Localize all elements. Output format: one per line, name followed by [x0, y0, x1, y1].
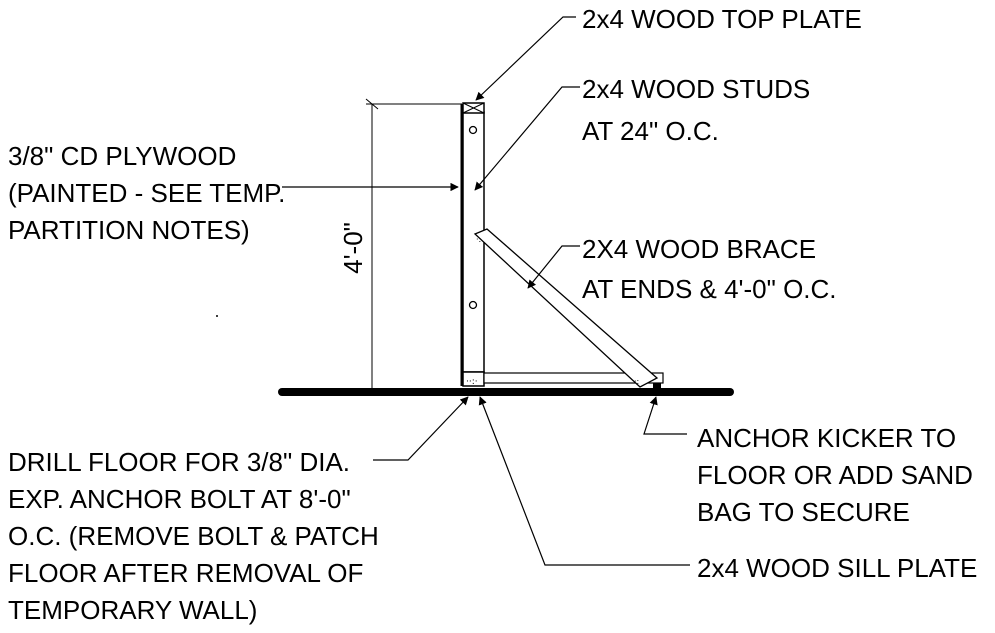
kicker: [483, 372, 664, 384]
label-drill-line5: TEMPORARY WALL): [8, 595, 257, 625]
leader-top-plate: [475, 16, 576, 101]
label-sill-plate: 2x4 WOOD SILL PLATE: [697, 553, 977, 583]
label-brace-line1: 2X4 WOOD BRACE: [582, 234, 816, 264]
brace-detail-bottom: ·:: [634, 377, 639, 386]
label-brace-line2: AT ENDS & 4'-0" O.C.: [582, 274, 837, 304]
label-drill-line3: O.C. (REMOVE BOLT & PATCH: [8, 521, 379, 551]
stud-fastener-bottom: [468, 300, 478, 310]
label-drill-line4: FLOOR AFTER REMOVAL OF: [8, 558, 363, 588]
diagonal-brace: [473, 228, 659, 388]
leader-brace: [527, 245, 580, 289]
top-plate-cross-b: [462, 102, 485, 114]
label-drill-line2: EXP. ANCHOR BOLT AT 8'-0": [8, 484, 351, 514]
leader-sill-plate: [478, 396, 690, 566]
label-top-plate: 2x4 WOOD TOP PLATE: [582, 4, 862, 34]
label-plywood-line1: 3/8" CD PLYWOOD: [8, 141, 236, 171]
label-drill-line1: DRILL FLOOR FOR 3/8" DIA.: [8, 447, 350, 477]
label-kicker-line2: FLOOR OR ADD SAND: [697, 460, 973, 490]
label-plywood-line3: PARTITION NOTES): [8, 215, 250, 245]
leader-kicker: [643, 396, 687, 435]
stray-dot: [216, 315, 218, 317]
stud-fastener-top: [468, 125, 478, 135]
label-kicker-line1: ANCHOR KICKER TO: [697, 423, 956, 453]
label-studs-line2: AT 24" O.C.: [582, 116, 719, 146]
leader-drill: [373, 396, 469, 461]
label-kicker-line3: BAG TO SECURE: [697, 497, 910, 527]
label-plywood-line2: (PAINTED - SEE TEMP.: [8, 178, 285, 208]
height-dimension: 4'-0": [338, 222, 368, 274]
leader-studs: [474, 86, 580, 191]
sill-plate-detail: ··:·: [466, 377, 478, 387]
dimension-tick: [365, 98, 379, 110]
brace-detail-top: ·:: [476, 235, 481, 244]
label-studs-line1: 2x4 WOOD STUDS: [582, 74, 810, 104]
kicker-anchor: [653, 383, 661, 393]
